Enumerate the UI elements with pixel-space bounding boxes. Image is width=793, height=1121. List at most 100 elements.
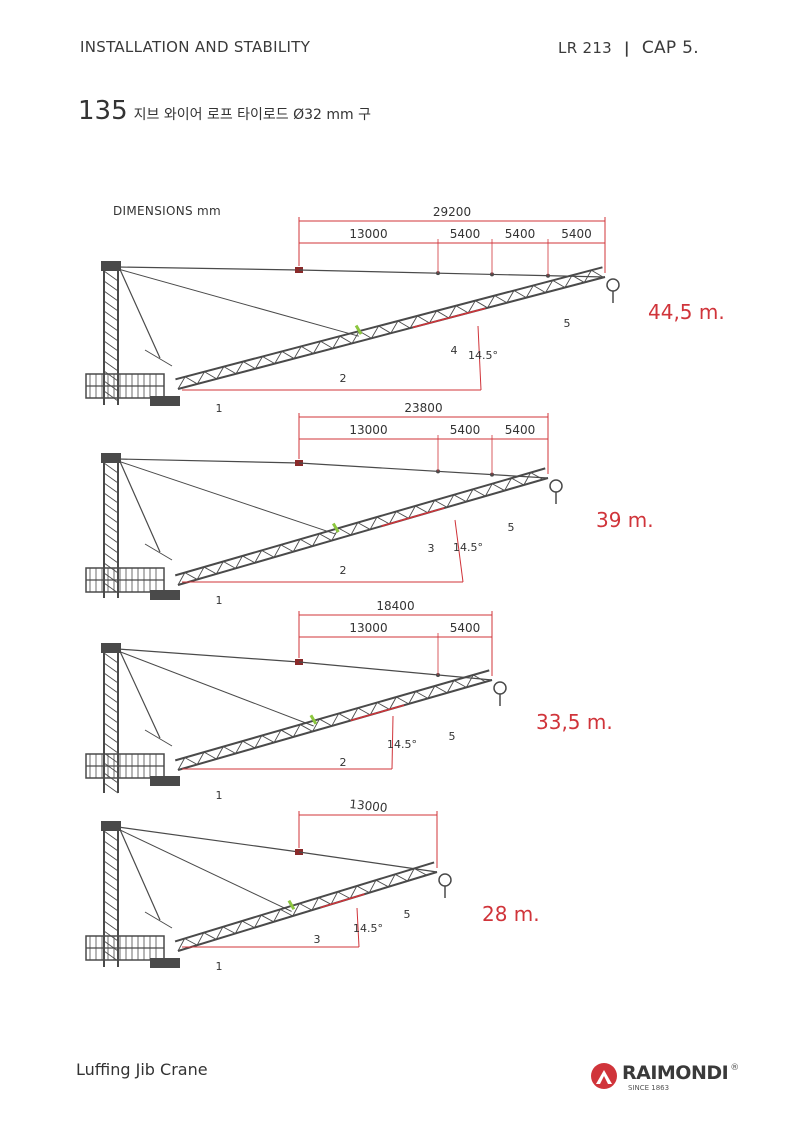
jib-lacing: [349, 885, 358, 899]
jib-lacing: [472, 488, 486, 497]
jib-lacing: [371, 325, 379, 339]
mast-lacing: [103, 390, 119, 402]
jib-lacing: [235, 740, 243, 754]
jib-lacing: [417, 315, 430, 324]
jib-lacing: [415, 505, 428, 514]
jib-lacing: [292, 724, 301, 738]
jib-lacing: [436, 310, 450, 319]
jib-lacing: [203, 566, 217, 575]
jib-lacing: [338, 713, 352, 721]
jib-lacing: [234, 920, 243, 934]
jib-lacing: [242, 361, 256, 370]
mast-lacing: [103, 360, 119, 372]
product-name: Luffing Jib Crane: [76, 1060, 208, 1079]
jib-section-highlight: [412, 307, 486, 329]
header-right: LR 213 | CAP 5.: [558, 38, 699, 58]
jib-lacing: [320, 340, 333, 349]
jib-lacing: [397, 320, 411, 329]
jib-length-label: 39 m.: [596, 508, 654, 532]
jib-lacing: [223, 561, 236, 569]
part-number-label: 3: [314, 933, 321, 946]
jib-lacing: [196, 566, 205, 580]
jib-lacing: [331, 713, 340, 727]
jib-lacing: [273, 729, 282, 743]
jib-section-highlight: [381, 507, 445, 527]
jib-tie-rod: [298, 462, 549, 479]
jib-lacing: [357, 707, 371, 716]
mast-lacing: [103, 890, 119, 902]
jib-lacing: [312, 533, 320, 547]
mast-lacing: [103, 472, 119, 484]
mast-lacing: [103, 860, 119, 872]
a-frame: [144, 349, 173, 367]
jib-lacing: [415, 691, 429, 699]
part-number-label: 1: [216, 960, 223, 973]
jib-lacing: [215, 926, 224, 940]
part-number-label: 3: [428, 542, 435, 555]
luffing-rope: [117, 268, 359, 337]
jib-lacing: [525, 285, 534, 298]
mast-lacing: [103, 532, 119, 544]
mast-lacing: [103, 742, 119, 754]
jib-lacing: [254, 356, 263, 369]
dimension-segment-label: 5400: [450, 227, 481, 241]
part-number-label: 1: [216, 594, 223, 607]
jib-lacing: [319, 533, 332, 541]
jib-lacing: [330, 891, 339, 905]
jib-lacing: [339, 335, 353, 344]
jib-lacing: [448, 305, 457, 319]
jib-tie-rod: [298, 661, 493, 681]
jib-lacing: [273, 909, 281, 923]
mast-lacing: [103, 722, 119, 734]
mast-lacing: [103, 762, 119, 774]
mast-head: [101, 821, 121, 831]
angle-label: 14.5°: [353, 922, 383, 935]
angle-reference-line: [477, 325, 482, 391]
part-number-label: 5: [449, 730, 456, 743]
jib-lacing: [356, 885, 370, 894]
jib-lacing: [281, 351, 295, 359]
jib-bottom-chord: [177, 276, 606, 390]
mast-lacing: [103, 672, 119, 684]
page-title: 135 지브 와이어 로프 타이로드 Ø32 mm 구: [78, 96, 371, 126]
mast-lacing: [103, 370, 119, 382]
dimension-segment-label: 5400: [561, 227, 592, 241]
mast-lacing: [103, 482, 119, 494]
mast-lacing: [103, 910, 119, 922]
jib-lacing: [260, 914, 274, 923]
jib-lacing: [375, 879, 389, 888]
header-separator: |: [624, 39, 630, 57]
jib-lacing: [216, 561, 224, 575]
jib-lacing: [388, 874, 396, 888]
jib-lacing: [376, 516, 390, 525]
mast-lacing: [103, 340, 119, 352]
jib-lacing: [552, 279, 566, 288]
part-number-label: 5: [404, 908, 411, 921]
mast-lacing: [103, 350, 119, 362]
jib-lacing: [513, 290, 527, 299]
jib-bottom-chord: [177, 477, 549, 586]
jib-lacing: [389, 696, 397, 710]
mast-lacing: [103, 502, 119, 514]
jib-top-chord: [174, 669, 490, 762]
jib-lacing: [396, 696, 409, 705]
jib-lacing: [318, 897, 332, 905]
jib-lacing: [467, 300, 476, 314]
jib-lacing: [196, 932, 205, 946]
mast-head: [101, 643, 121, 653]
jib-lacing: [453, 680, 467, 688]
jib-lacing: [223, 746, 236, 754]
jib-lacing: [223, 366, 237, 375]
jib-lacing: [465, 489, 474, 502]
jib-lacing: [369, 702, 378, 716]
jib-lacing: [394, 873, 408, 882]
a-frame: [144, 911, 173, 929]
jib-lacing: [177, 376, 186, 390]
jib-lacing: [487, 295, 496, 309]
pendant-rope: [117, 826, 300, 853]
jib-lacing: [533, 285, 546, 293]
jib-lacing: [299, 538, 313, 547]
angle-reference-line: [454, 519, 464, 583]
